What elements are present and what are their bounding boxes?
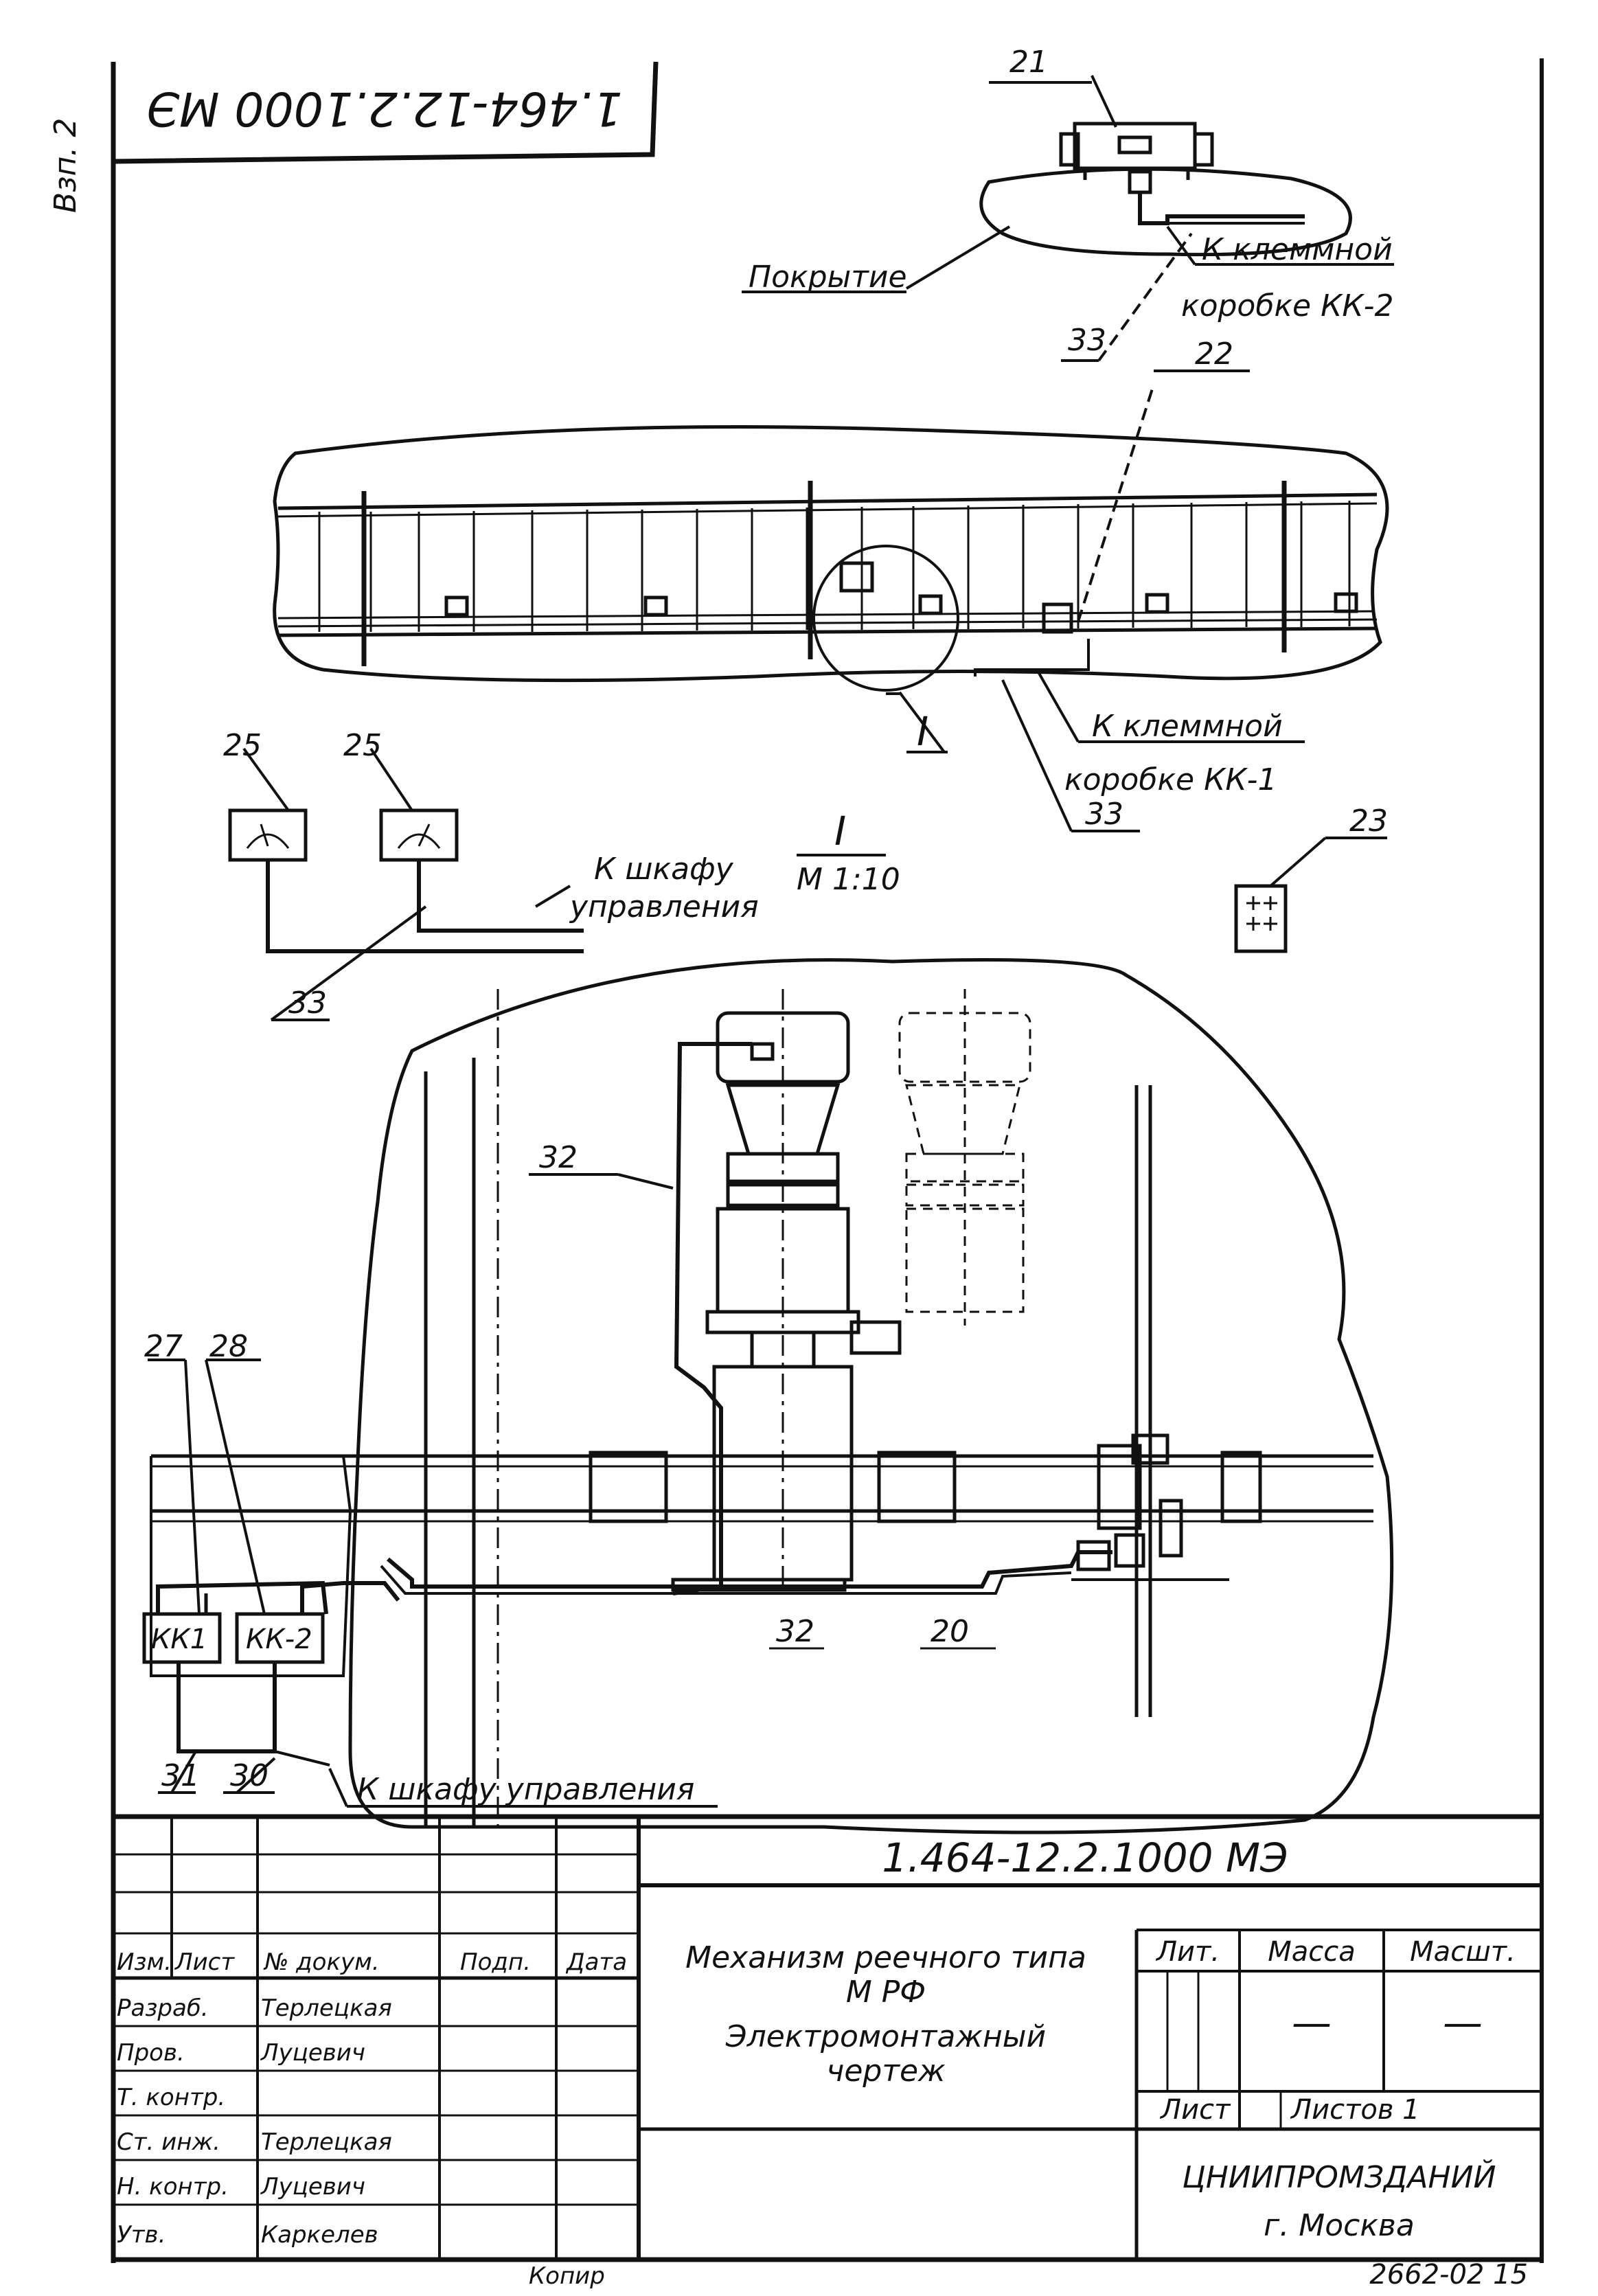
footer-right: 2662-02 15 (1369, 2259, 1528, 2291)
node-detail (142, 958, 1394, 1834)
title-block-doc-code: 1.464-12.2.1000 МЭ (882, 1834, 1288, 1881)
col-list: Лист (174, 1948, 235, 1976)
callout-30: 30 (230, 1758, 269, 1793)
name-5: Каркелев (261, 2221, 378, 2249)
role-3: Ст. инж. (117, 2128, 220, 2156)
footer-left: Копир (529, 2262, 605, 2290)
signature-rows: Разраб. Терлецкая Пров. Луцевич Т. контр… (117, 1994, 392, 2249)
node-scale: М 1:10 (797, 862, 900, 897)
label-to-cabinet-line2: управления (569, 889, 759, 924)
callout-25a: 25 (223, 728, 262, 763)
margin-note: Взп. 2 (48, 118, 83, 213)
org-line-1: ЦНИИПРОМЗДАНИЙ (1183, 2159, 1496, 2195)
sheet-label: Лист (1159, 2094, 1231, 2126)
mass-value: — (1292, 1999, 1332, 2046)
label-to-box-kk1-line2: коробке КК-1 (1064, 762, 1277, 797)
callout-27: 27 (144, 1329, 183, 1364)
callout-33-top: 33 (1068, 323, 1106, 358)
name-3: Терлецкая (261, 2128, 392, 2156)
label-to-box-kk2-line1: К клеммной (1202, 232, 1393, 267)
role-5: Утв. (117, 2221, 165, 2249)
label-to-box-kk1-line1: К клеммной (1092, 709, 1283, 744)
callout-node-I: I (917, 708, 928, 755)
elevation-view (273, 370, 1389, 832)
callout-25b: 25 (343, 728, 382, 763)
callout-33-instruments: 33 (288, 986, 327, 1021)
title-line-1: Механизм реечного типа (685, 1940, 1086, 1975)
scale-value: — (1443, 1999, 1483, 2046)
box-kk1: КК1 (151, 1624, 207, 1655)
box-kk2: КК-2 (246, 1624, 312, 1655)
callout-32-bottom: 32 (776, 1614, 814, 1649)
col-doc: № докум. (263, 1948, 380, 1976)
name-1: Луцевич (260, 2039, 365, 2067)
callout-33-elevation: 33 (1085, 797, 1123, 832)
callout-31: 31 (161, 1758, 200, 1793)
callout-21: 21 (1009, 45, 1048, 80)
roof-detail (742, 75, 1394, 362)
node-title: I (834, 808, 846, 854)
label-to-box-kk2-line2: коробке КК-2 (1181, 288, 1393, 323)
title-line-2: М РФ (846, 1975, 926, 2010)
title-line-4: чертеж (826, 2054, 946, 2089)
head-lit: Лит. (1155, 1936, 1220, 1968)
callout-28: 28 (209, 1329, 248, 1364)
col-sign: Подп. (460, 1948, 531, 1976)
head-mass: Масса (1268, 1936, 1356, 1968)
sheets-label: Листов 1 (1290, 2094, 1420, 2126)
role-0: Разраб. (117, 1994, 209, 2022)
org-line-2: г. Москва (1264, 2208, 1415, 2243)
label-roof: Покрытие (749, 260, 907, 295)
label-to-cabinet-bottom: К шкафу управления (357, 1772, 694, 1807)
callout-20: 20 (931, 1614, 969, 1649)
role-1: Пров. (117, 2039, 185, 2067)
title-block (113, 1814, 1542, 2260)
head-scale: Масшт. (1410, 1936, 1516, 1968)
col-date: Дата (565, 1948, 627, 1976)
stamp-code-mirrored: 1.464-12.2.1000 МЭ (146, 81, 622, 135)
role-2: Т. контр. (117, 2084, 225, 2111)
instruments (228, 747, 1387, 1021)
role-4: Н. контр. (117, 2173, 229, 2201)
callout-32-motor: 32 (539, 1140, 578, 1175)
col-izm: Изм. (117, 1948, 172, 1976)
sheet-frame (111, 58, 1544, 2263)
name-4: Луцевич (260, 2173, 365, 2201)
title-line-3: Электромонтажный (725, 2019, 1046, 2054)
label-to-cabinet-line1: К шкафу (594, 852, 734, 887)
callout-22: 22 (1195, 337, 1233, 372)
name-0: Терлецкая (261, 1994, 392, 2022)
callout-23: 23 (1349, 804, 1388, 839)
